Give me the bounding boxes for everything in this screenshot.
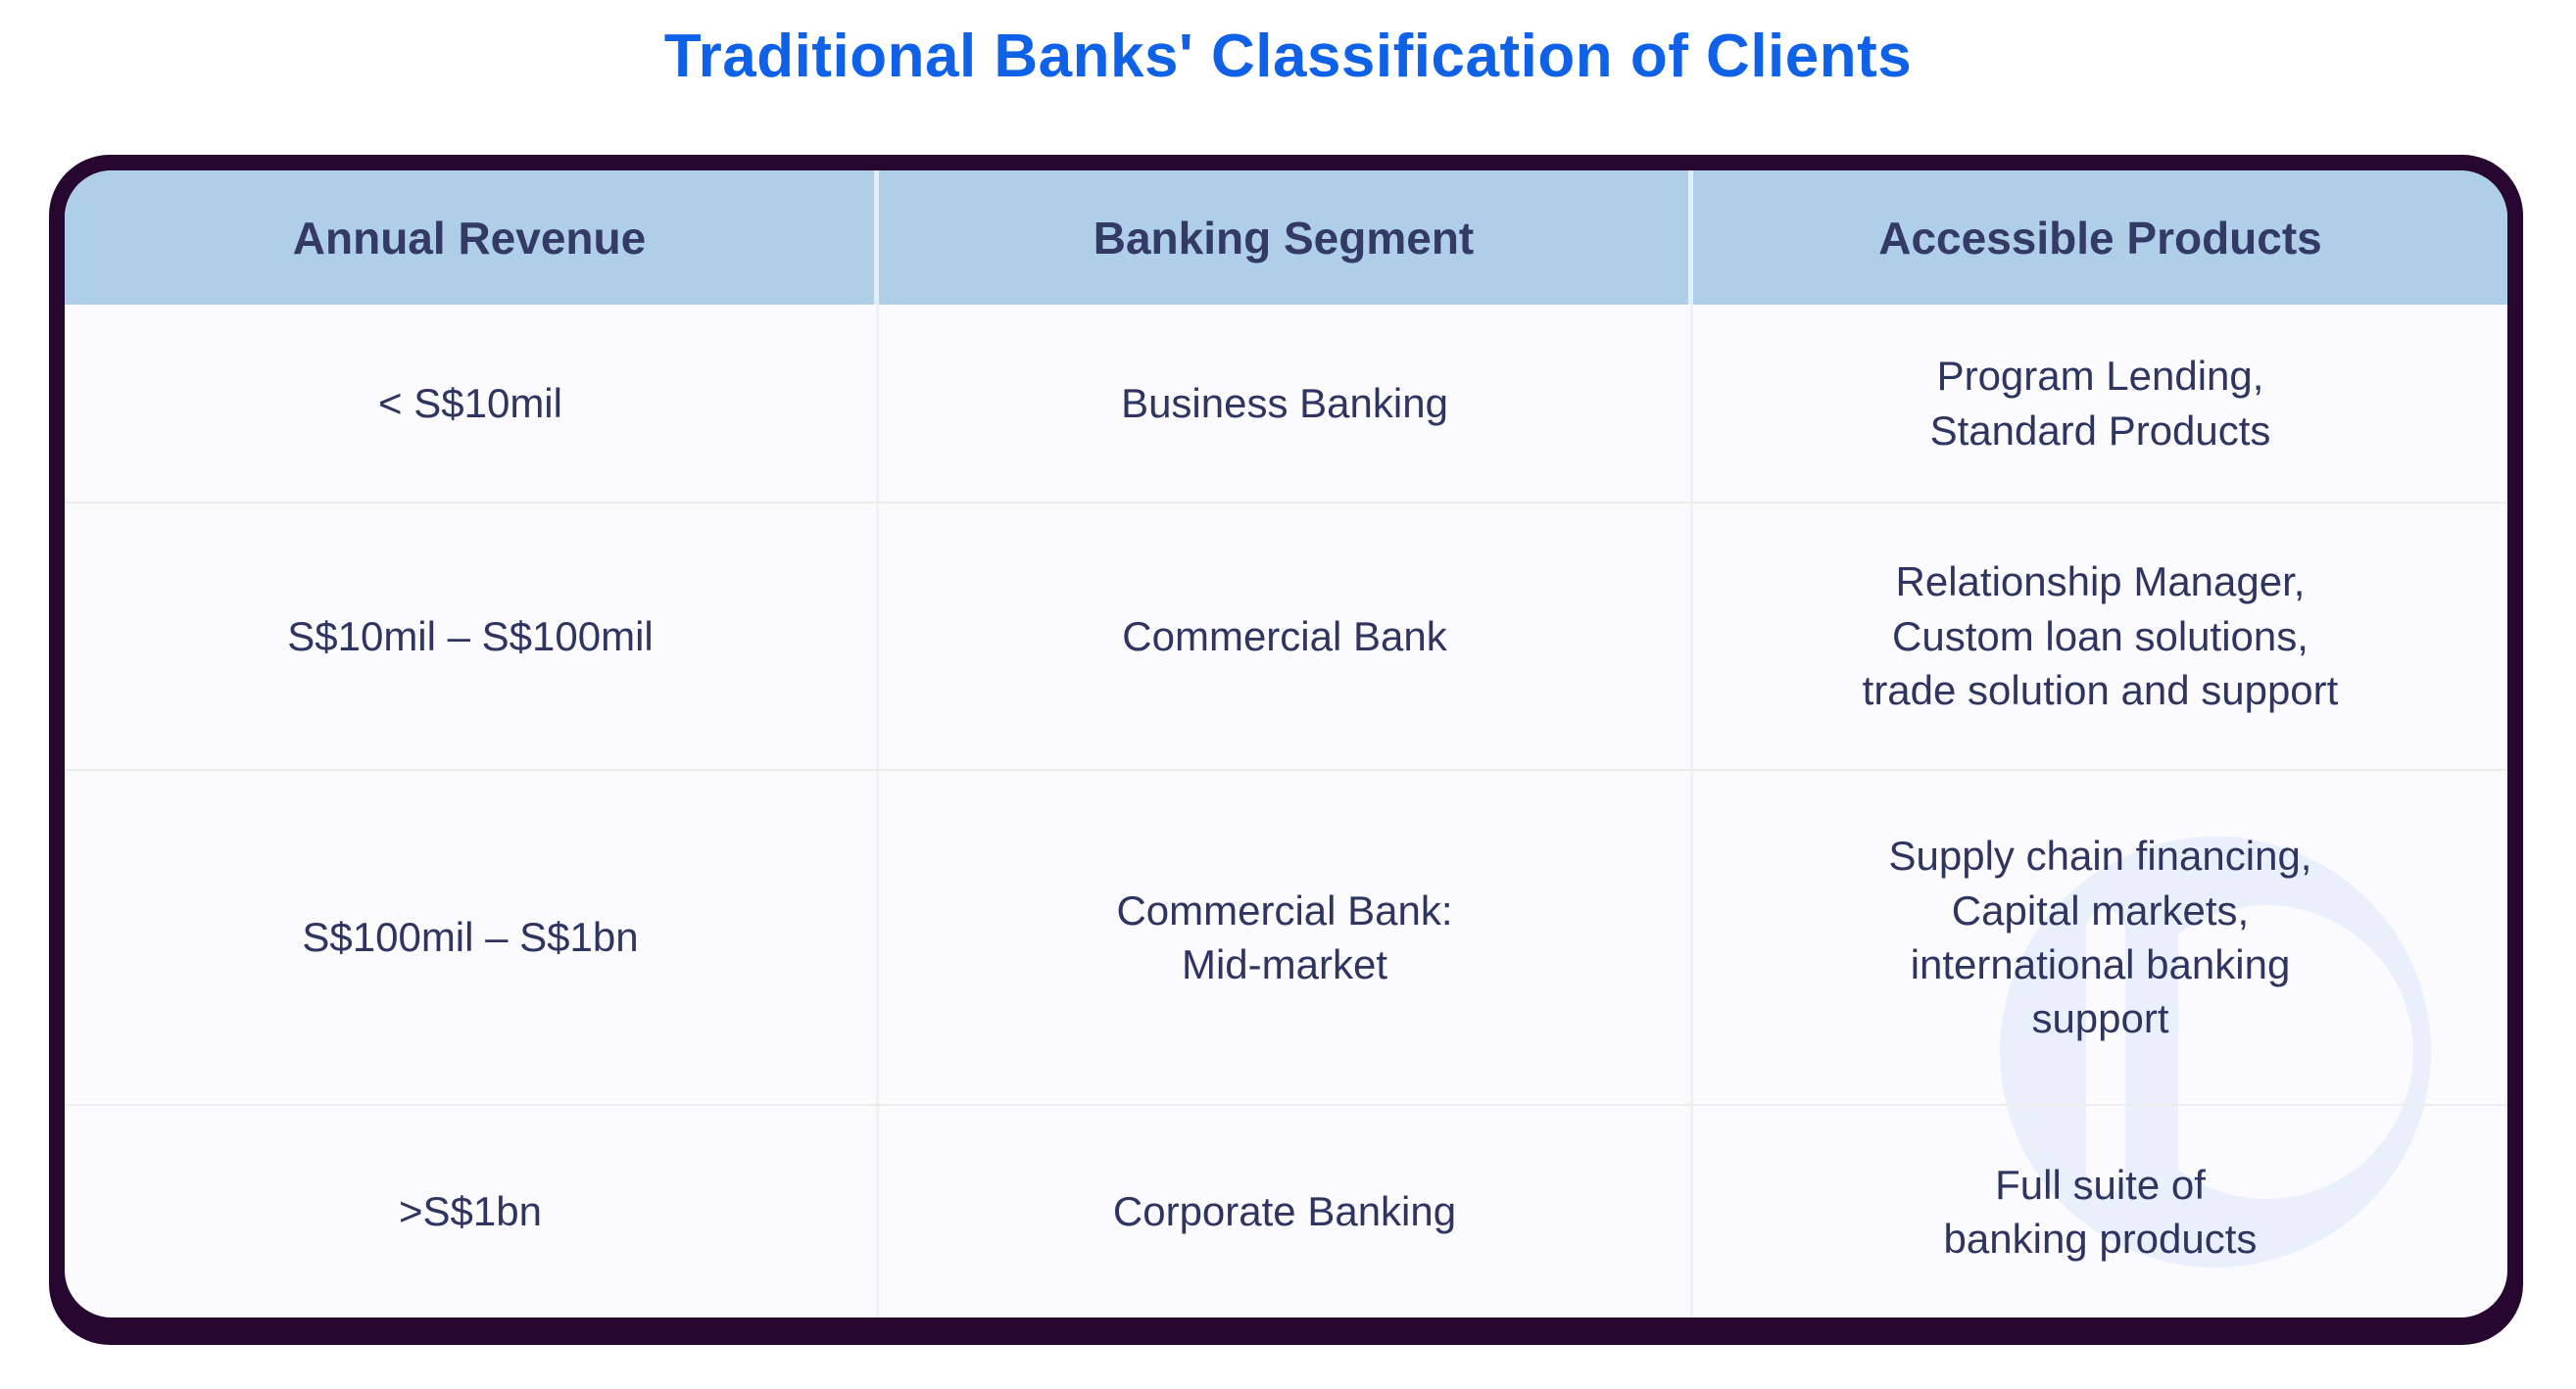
cell-annual-revenue: >S$1bn — [65, 1106, 879, 1317]
watermark-disc-shape — [2178, 905, 2413, 1199]
page-title: Traditional Banks' Classification of Cli… — [663, 23, 1913, 90]
cell-banking-segment: Business Banking — [879, 305, 1693, 502]
brand-logo-watermark-icon — [2000, 837, 2431, 1268]
table-header-row: Annual Revenue Banking Segment Accessibl… — [65, 170, 2507, 305]
table-row: >S$1bn Corporate Banking Full suite of b… — [65, 1104, 2507, 1317]
cell-banking-segment: Commercial Bank: Mid-market — [879, 771, 1693, 1104]
cell-annual-revenue: < S$10mil — [65, 305, 879, 502]
cell-accessible-products: Full suite of banking products — [1943, 1161, 2258, 1262]
table-row: S$100mil – S$1bn Commercial Bank: Mid-ma… — [65, 769, 2507, 1104]
classification-table-card: Annual Revenue Banking Segment Accessibl… — [49, 155, 2523, 1345]
header-cell-banking-segment: Banking Segment — [879, 170, 1693, 305]
cell-accessible-products: Relationship Manager, Custom loan soluti… — [1862, 558, 2339, 714]
cell-annual-revenue: S$100mil – S$1bn — [65, 771, 879, 1104]
table-row: S$10mil – S$100mil Commercial Bank Relat… — [65, 502, 2507, 769]
table: Annual Revenue Banking Segment Accessibl… — [65, 170, 2507, 1317]
cell-accessible-products: Supply chain financing, Capital markets,… — [1888, 833, 2312, 1042]
watermark-bar-shape — [2086, 910, 2125, 1194]
cell-annual-revenue: S$10mil – S$100mil — [65, 503, 879, 769]
header-cell-annual-revenue: Annual Revenue — [65, 170, 879, 305]
cell-accessible-products: Program Lending, Standard Products — [1929, 353, 2271, 454]
header-cell-accessible-products: Accessible Products — [1878, 212, 2322, 263]
cell-banking-segment: Corporate Banking — [879, 1106, 1693, 1317]
table-row: < S$10mil Business Banking Program Lendi… — [65, 305, 2507, 502]
cell-banking-segment: Commercial Bank — [879, 503, 1693, 769]
classification-table: Annual Revenue Banking Segment Accessibl… — [65, 170, 2507, 1317]
